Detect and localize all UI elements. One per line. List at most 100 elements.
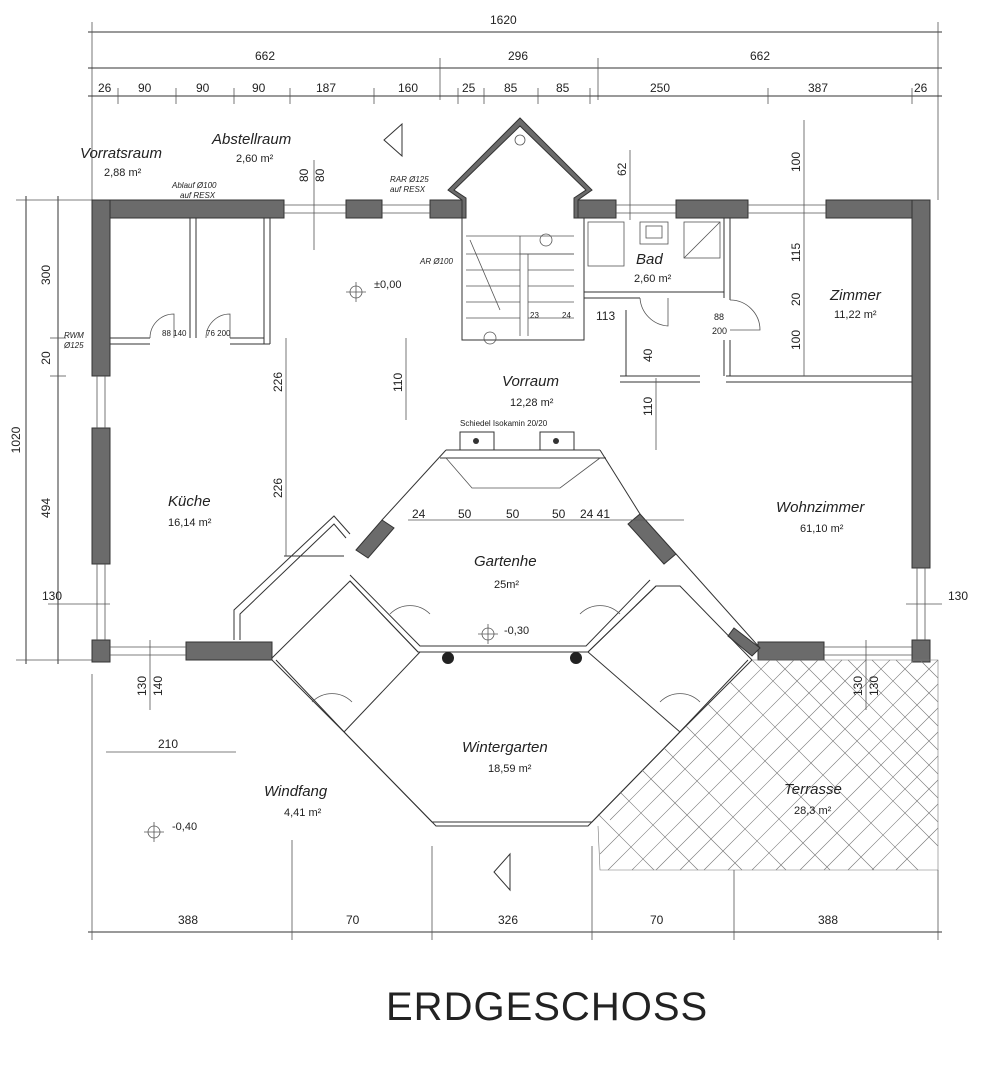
- dim-seg-8: 85: [504, 81, 518, 95]
- dim-kueche-130: 130: [135, 676, 149, 696]
- dim-seg-3: 90: [196, 81, 210, 95]
- note-ablauf: Ablauf Ø100: [171, 181, 217, 190]
- dim-bottom-4: 70: [650, 913, 664, 927]
- note-rar-resx: auf RESX: [390, 185, 426, 194]
- staircase: 23 24: [466, 134, 574, 345]
- dim-vorraum-110-a: 110: [391, 373, 405, 392]
- dim-wall-130-right: 130: [948, 589, 968, 603]
- note-kamin: Schiedel Isokamin 20/20: [460, 419, 548, 428]
- door-abstell-label: 76 200: [206, 329, 231, 338]
- dim-depth-2: 20: [39, 351, 53, 365]
- room-abstellraum-area: 2,60 m²: [236, 153, 274, 165]
- level-label-040: -0,40: [172, 821, 197, 833]
- room-gartenhe-area: 25m²: [494, 579, 519, 591]
- dim-seg-5: 187: [316, 81, 336, 95]
- annotations: Ablauf Ø100 auf RESX RAR Ø125 auf RESX A…: [63, 175, 548, 428]
- markers: ±0,00 -0,30 -0,40: [144, 122, 529, 892]
- dim-bad-113: 113: [596, 309, 615, 323]
- left-dimensions: 1020 300 20 494: [9, 196, 96, 664]
- dim-abstell-80-b: 80: [313, 168, 327, 182]
- dim-zimmer-115: 115: [789, 243, 803, 262]
- room-wintergarten-name: Wintergarten: [462, 739, 548, 756]
- room-zimmer-area: 11,22 m²: [834, 309, 877, 321]
- room-kueche-name: Küche: [168, 493, 211, 510]
- room-terrasse-name: Terrasse: [784, 781, 842, 798]
- dim-kueche-226-a: 226: [271, 372, 285, 392]
- door-vorrat-label: 88 140: [162, 329, 187, 338]
- dim-depth-1: 300: [39, 265, 53, 285]
- level-marker-0: [346, 282, 366, 302]
- dim-seg-4: 90: [252, 81, 266, 95]
- level-label-0: ±0,00: [374, 279, 401, 291]
- dim-kueche-226-b: 226: [271, 478, 285, 498]
- room-windfang-area: 4,41 m²: [284, 807, 322, 819]
- level-marker-030: [478, 624, 498, 644]
- bad-fixtures: [587, 221, 721, 267]
- dim-bad-62: 62: [615, 162, 629, 176]
- dim-seg-11: 387: [808, 81, 828, 95]
- room-labels: Vorratsraum 2,88 m² Abstellraum 2,60 m² …: [80, 131, 882, 819]
- room-wohnzimmer-name: Wohnzimmer: [776, 499, 865, 516]
- dim-gt-50-c: 50: [552, 507, 566, 521]
- dim-right-wing: 662: [750, 49, 770, 63]
- dim-seg-2: 90: [138, 81, 152, 95]
- inner-dimensions: 130 130 226 226 110 110 62 100 115 20 10…: [42, 120, 968, 753]
- room-vorratsraum-name: Vorratsraum: [80, 145, 162, 162]
- room-terrasse-area: 28,3 m²: [794, 805, 832, 817]
- dim-abstell-80-a: 80: [297, 168, 311, 182]
- top-dimensions: 1620 662 296 662 26 90 90 90 187 160 25 …: [88, 13, 942, 200]
- room-abstellraum-name: Abstellraum: [211, 131, 291, 148]
- room-gartenhe-name: Gartenhe: [474, 553, 537, 570]
- dim-left-wing: 662: [255, 49, 275, 63]
- dim-terr-130-b: 130: [867, 676, 881, 696]
- dim-seg-6: 160: [398, 81, 418, 95]
- dim-gt-24: 24: [412, 507, 426, 521]
- level-label-030: -0,30: [504, 625, 529, 637]
- dim-kueche-140: 140: [151, 676, 165, 696]
- dim-door-88-200-b: 200: [712, 326, 727, 336]
- doors: 88 140 76 200: [149, 297, 761, 703]
- dim-seg-7: 25: [462, 81, 476, 95]
- bottom-dimensions: 388 70 326 70 388: [88, 674, 942, 940]
- dim-zimmer-100-a: 100: [789, 152, 803, 172]
- dim-bad-40: 40: [641, 348, 655, 362]
- room-wintergarten-area: 18,59 m²: [488, 763, 532, 775]
- dim-seg-9: 85: [556, 81, 570, 95]
- note-rwm-d: Ø125: [63, 341, 84, 350]
- terrace-hatch: [597, 659, 939, 871]
- dim-bottom-1: 388: [178, 913, 198, 927]
- interior-walls: [110, 218, 912, 827]
- walls: [91, 117, 931, 663]
- section-marker-bottom: [493, 852, 511, 892]
- dim-seg-12: 26: [914, 81, 928, 95]
- section-marker-top: [383, 122, 403, 158]
- dim-kueche-210: 210: [158, 737, 178, 751]
- room-windfang-name: Windfang: [264, 783, 328, 800]
- room-bad-area: 2,60 m²: [634, 273, 672, 285]
- note-ar: AR Ø100: [419, 257, 453, 266]
- room-bad-name: Bad: [636, 251, 663, 268]
- room-vorraum-area: 12,28 m²: [510, 397, 554, 409]
- level-marker-040: [144, 822, 164, 842]
- plan-title: ERDGESCHOSS: [386, 985, 708, 1029]
- room-vorratsraum-area: 2,88 m²: [104, 167, 142, 179]
- stair-count-24: 24: [562, 311, 571, 320]
- dim-gt-50-b: 50: [506, 507, 520, 521]
- note-ablauf-resx: auf RESX: [180, 191, 216, 200]
- dim-seg-10: 250: [650, 81, 670, 95]
- dim-wall-130-left: 130: [42, 589, 62, 603]
- dim-zimmer-100-b: 100: [789, 330, 803, 350]
- dim-zimmer-20: 20: [789, 292, 803, 306]
- dim-vorraum-110-b: 110: [641, 397, 655, 416]
- dim-center: 296: [508, 49, 528, 63]
- dim-depth-3: 494: [39, 498, 53, 518]
- room-kueche-area: 16,14 m²: [168, 517, 212, 529]
- dim-total-width: 1620: [490, 13, 517, 27]
- dim-bottom-3: 326: [498, 913, 518, 927]
- dim-gt-50-a: 50: [458, 507, 472, 521]
- stair-count-23: 23: [530, 311, 539, 320]
- room-wohnzimmer-area: 61,10 m²: [800, 523, 844, 535]
- dim-bottom-2: 70: [346, 913, 360, 927]
- dim-seg-1: 26: [98, 81, 112, 95]
